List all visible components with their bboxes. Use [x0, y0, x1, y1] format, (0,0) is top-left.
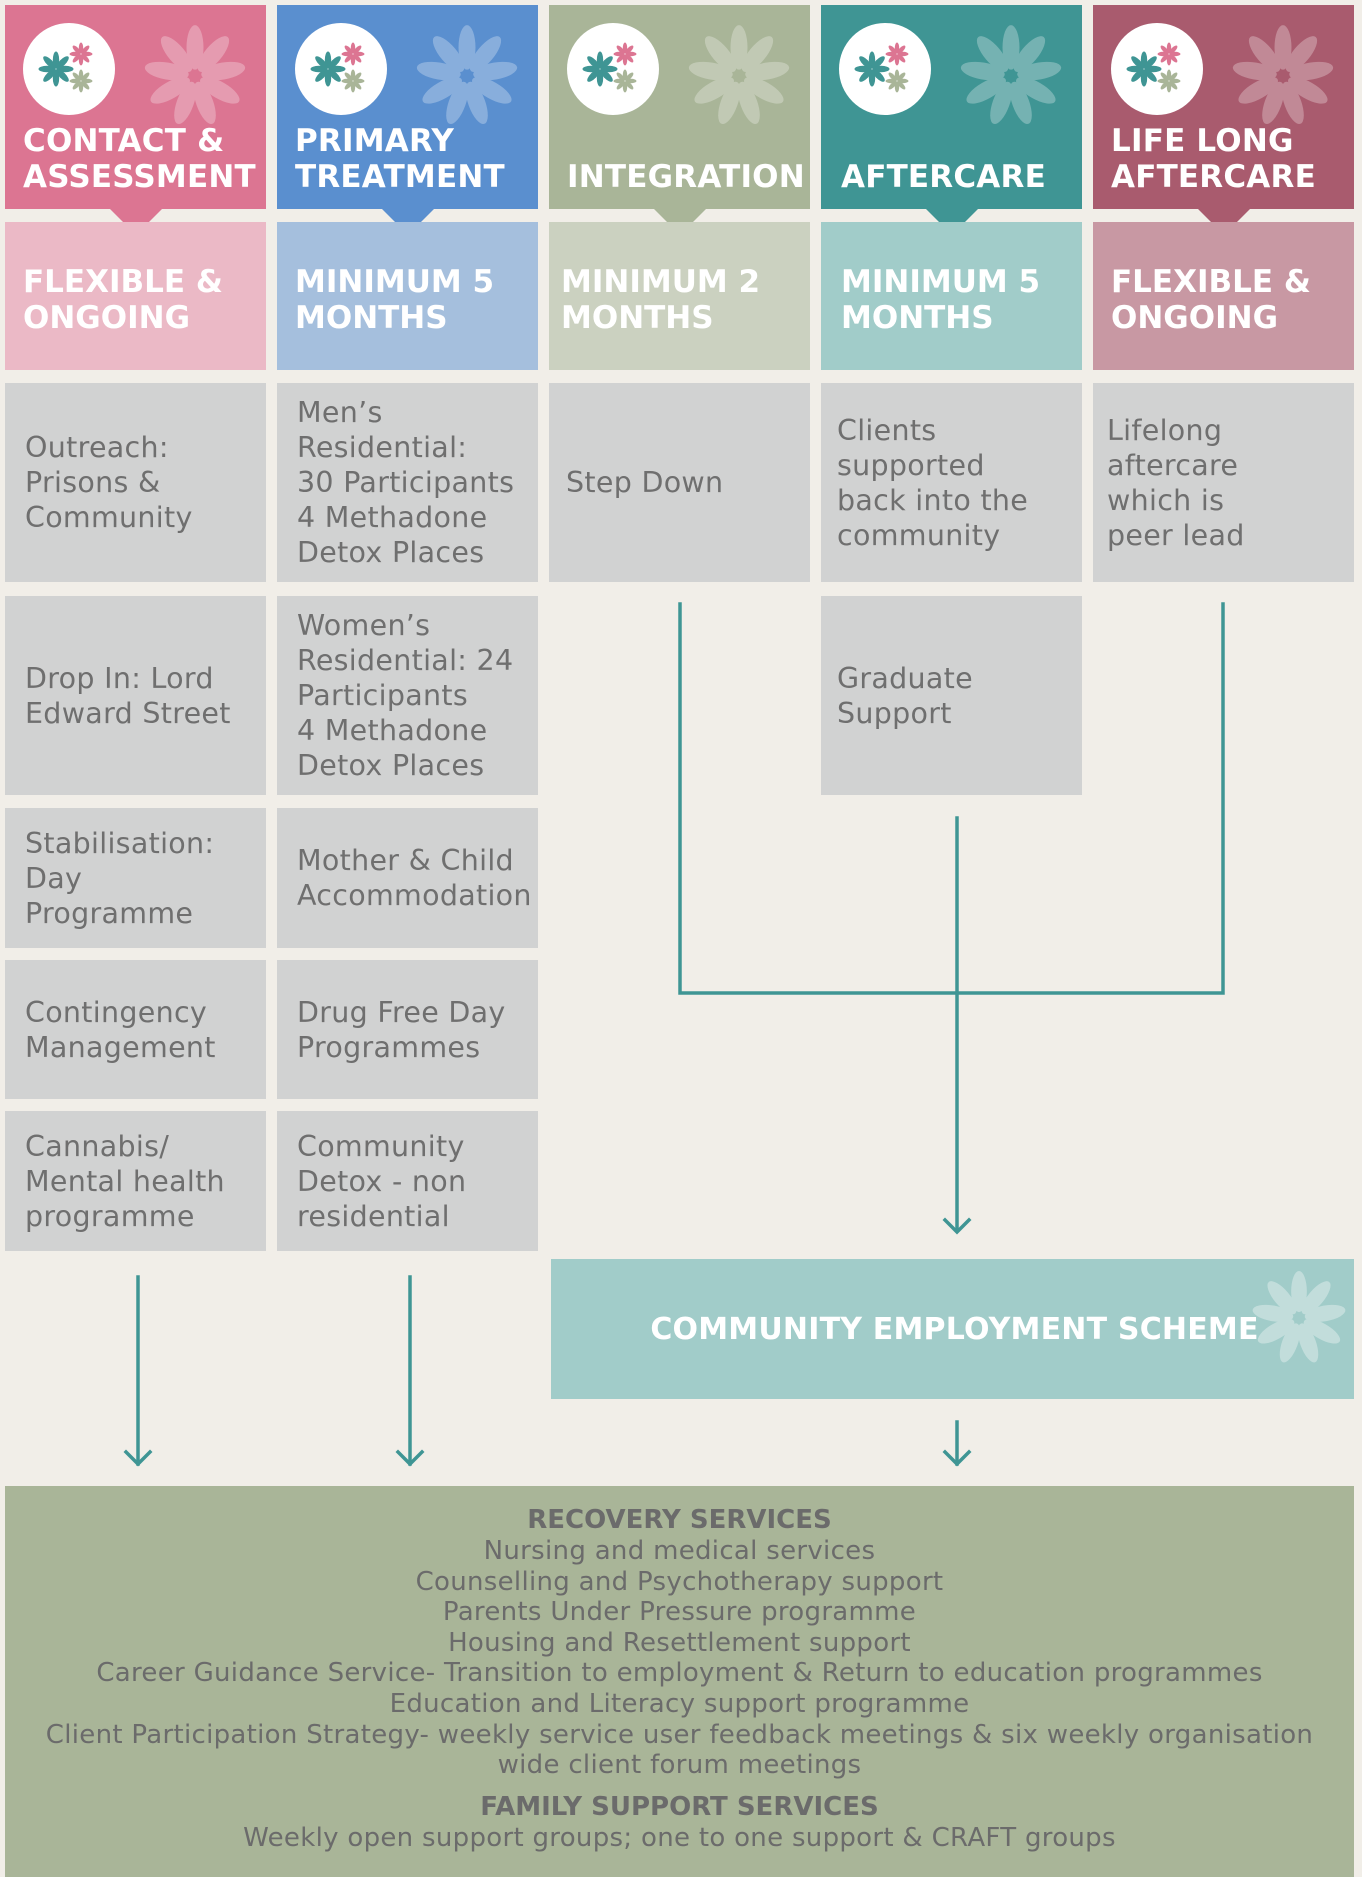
recovery-services-panel: RECOVERY SERVICES Nursing and medical se… — [5, 1486, 1354, 1877]
arrow-head-icon — [942, 1449, 972, 1467]
duration-lifelong: FLEXIBLE & ONGOING — [1093, 222, 1354, 370]
column-title: AFTERCARE — [841, 159, 1046, 195]
duration-aftercare: MINIMUM 5 MONTHS — [821, 222, 1082, 370]
service-box-text: Graduate Support — [837, 661, 973, 730]
recovery-item: Counselling and Psychotherapy support — [415, 1566, 944, 1597]
community-employment-scheme-box: COMMUNITY EMPLOYMENT SCHEME — [551, 1259, 1354, 1399]
service-box-text: Clients supported back into the communit… — [837, 413, 1029, 552]
service-box-text: Contingency Management — [25, 995, 216, 1064]
flower-watermark-icon — [686, 23, 792, 129]
recovery-services-heading: RECOVERY SERVICES — [527, 1505, 832, 1535]
family-support-heading: FAMILY SUPPORT SERVICES — [480, 1791, 879, 1822]
flower-logo-icon — [1111, 23, 1203, 115]
duration-label: MINIMUM 5 MONTHS — [841, 264, 1041, 336]
recovery-item: Parents Under Pressure programme — [442, 1597, 917, 1628]
service-box: Step Down — [549, 383, 810, 582]
flower-watermark-icon — [1250, 1269, 1348, 1367]
flower-logo-icon — [23, 23, 115, 115]
service-box-text: Mother & Child Accommodation — [297, 844, 532, 912]
duration-label: FLEXIBLE & ONGOING — [1111, 264, 1311, 336]
recovery-item: Career Guidance Service- Transition to e… — [96, 1658, 1263, 1689]
service-box-text: Step Down — [566, 466, 724, 499]
recovery-item: wide client forum meetings — [497, 1750, 862, 1781]
service-box-text: Women’s Residential: 24 Participants 4 M… — [297, 609, 514, 782]
service-box: Graduate Support — [821, 596, 1082, 795]
duration-primary: MINIMUM 5 MONTHS — [277, 222, 538, 370]
service-box: Mother & Child Accommodation — [277, 808, 538, 948]
service-box: Drop In: Lord Edward Street — [5, 596, 266, 795]
flower-watermark-icon — [414, 23, 520, 129]
service-box: Outreach: Prisons & Community — [5, 383, 266, 582]
column-title: CONTACT & ASSESSMENT — [23, 123, 256, 195]
flower-watermark-icon — [1230, 23, 1336, 129]
service-box-text: Drop In: Lord Edward Street — [25, 661, 231, 730]
service-box-text: Community Detox - non residential — [297, 1129, 467, 1233]
duration-integration: MINIMUM 2 MONTHS — [549, 222, 810, 370]
service-box-text: Men’s Residential: 30 Participants 4 Met… — [297, 396, 515, 569]
service-box: Men’s Residential: 30 Participants 4 Met… — [277, 383, 538, 582]
service-box-text: Outreach: Prisons & Community — [25, 431, 193, 534]
service-box: Community Detox - non residential — [277, 1111, 538, 1251]
service-box: Lifelong aftercare which is peer lead — [1093, 383, 1354, 582]
community-employment-label: COMMUNITY EMPLOYMENT SCHEME — [650, 1311, 1259, 1347]
recovery-item: Housing and Resettlement support — [448, 1627, 911, 1658]
column-header-lifelong: LIFE LONG AFTERCARE — [1093, 5, 1354, 235]
service-box-text: Lifelong aftercare which is peer lead — [1107, 413, 1245, 552]
column-title: PRIMARY TREATMENT — [295, 123, 505, 195]
column-header-integration: INTEGRATION — [549, 5, 810, 235]
column-header-contact: CONTACT & ASSESSMENT — [5, 5, 266, 235]
duration-contact: FLEXIBLE & ONGOING — [5, 222, 266, 370]
recovery-item: Client Participation Strategy- weekly se… — [45, 1719, 1314, 1750]
family-support-text: Weekly open support groups; one to one s… — [243, 1822, 1116, 1853]
service-box: Clients supported back into the communit… — [821, 383, 1082, 582]
service-box: Women’s Residential: 24 Participants 4 M… — [277, 596, 538, 795]
service-box: Drug Free Day Programmes — [277, 960, 538, 1099]
arrow-head-icon — [942, 1217, 972, 1235]
column-title: LIFE LONG AFTERCARE — [1111, 123, 1316, 195]
flower-logo-icon — [567, 23, 659, 115]
duration-label: MINIMUM 5 MONTHS — [295, 264, 495, 336]
flower-logo-icon — [839, 23, 931, 115]
flower-logo-icon — [295, 23, 387, 115]
flower-watermark-icon — [958, 23, 1064, 129]
service-box-text: Drug Free Day Programmes — [297, 995, 506, 1064]
column-header-primary: PRIMARY TREATMENT — [277, 5, 538, 235]
duration-label: MINIMUM 2 MONTHS — [561, 264, 761, 336]
recovery-item: Nursing and medical services — [483, 1536, 876, 1566]
recovery-item: Education and Literacy support programme — [389, 1688, 970, 1719]
service-box-text: Cannabis/ Mental health programme — [25, 1129, 225, 1233]
flower-watermark-icon — [142, 23, 248, 129]
column-header-aftercare: AFTERCARE — [821, 5, 1082, 235]
duration-label: FLEXIBLE & ONGOING — [23, 264, 223, 336]
service-box-text: Stabilisation: Day Programme — [25, 826, 215, 930]
service-box: Cannabis/ Mental health programme — [5, 1111, 266, 1251]
service-box: Contingency Management — [5, 960, 266, 1099]
arrow-head-icon — [395, 1449, 425, 1467]
arrow-head-icon — [123, 1449, 153, 1467]
service-box: Stabilisation: Day Programme — [5, 808, 266, 948]
column-title: INTEGRATION — [567, 159, 805, 195]
